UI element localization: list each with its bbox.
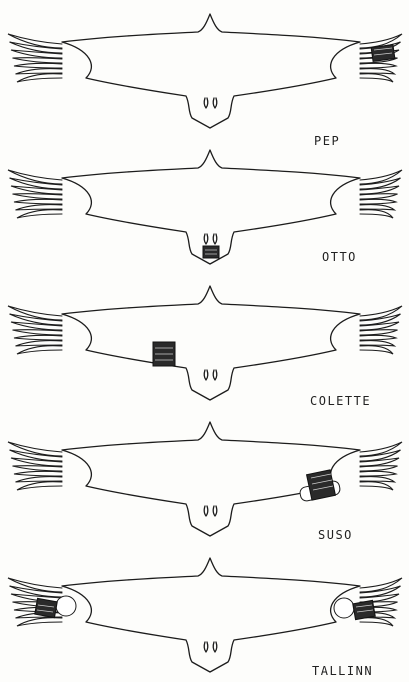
- vulture-silhouette-colette: [0, 272, 409, 408]
- right-primary-feather: [360, 442, 402, 456]
- vulture-foot: [204, 98, 208, 108]
- vulture-body-outline: [62, 558, 360, 672]
- vulture-outline: [8, 286, 402, 400]
- vulture-foot: [213, 234, 217, 244]
- panel-otto: OTTO: [0, 136, 409, 272]
- right-wing-patch: [299, 470, 341, 502]
- panel-label-colette: COLETTE: [310, 394, 371, 408]
- left-primary-feather: [14, 335, 62, 340]
- vulture-outline: [8, 422, 402, 536]
- right-primary-feather: [360, 306, 402, 320]
- left-wing-tip-patch: [35, 596, 76, 618]
- left-primary-feather: [17, 210, 62, 218]
- tail-patch: [203, 246, 219, 258]
- vulture-foot: [204, 642, 208, 652]
- vulture-body-outline: [62, 286, 360, 400]
- right-primary-feather: [360, 63, 396, 68]
- vulture-foot: [213, 506, 217, 516]
- vulture-foot: [213, 642, 217, 652]
- vulture-foot: [204, 370, 208, 380]
- vulture-silhouette-suso: [0, 408, 409, 544]
- left-primary-feather: [11, 322, 62, 330]
- left-primary-feather: [17, 618, 62, 626]
- left-primary-feather: [14, 199, 62, 204]
- left-primary-feather: [13, 330, 63, 335]
- right-primary-feather: [360, 210, 393, 218]
- vulture-foot: [213, 98, 217, 108]
- right-primary-feather: [360, 471, 396, 476]
- right-primary-feather: [360, 335, 396, 340]
- right-primary-feather: [360, 578, 402, 592]
- panel-label-otto: OTTO: [322, 250, 357, 264]
- right-primary-feather: [360, 482, 393, 490]
- left-primary-feather: [14, 471, 62, 476]
- right-primary-feather: [360, 199, 396, 204]
- left-primary-feather: [11, 186, 62, 194]
- panel-label-suso: SUSO: [318, 528, 353, 542]
- left-primary-feather: [17, 74, 62, 82]
- panel-label-tallinn: TALLINN: [312, 664, 373, 678]
- right-primary-feather: [360, 74, 393, 82]
- left-primary-feather: [13, 194, 63, 199]
- right-primary-feather: [360, 346, 393, 354]
- vulture-silhouette-pep: [0, 0, 409, 136]
- left-primary-feather: [14, 63, 62, 68]
- vulture-foot: [204, 506, 208, 516]
- vulture-outline: [8, 14, 402, 128]
- right-wing-tip-patch: [334, 598, 375, 620]
- left-primary-feather: [11, 594, 62, 602]
- panel-colette: COLETTE: [0, 272, 409, 408]
- panel-pep: PEP: [0, 0, 409, 136]
- left-primary-feather: [13, 466, 63, 471]
- left-primary-feather: [17, 482, 62, 490]
- right-primary-feather: [360, 170, 402, 184]
- left-primary-feather: [17, 346, 62, 354]
- right-primary-feather: [360, 330, 398, 335]
- vulture-silhouette-tallinn: [0, 544, 409, 680]
- panel-tallinn: TALLINN: [0, 544, 409, 680]
- right-primary-feather: [360, 194, 398, 199]
- right-primary-feather: [360, 618, 393, 626]
- vulture-foot: [204, 234, 208, 244]
- wing-tip-patch-right: [371, 45, 395, 62]
- vulture-foot: [213, 370, 217, 380]
- right-primary-feather: [360, 466, 398, 471]
- left-primary-feather: [13, 58, 63, 63]
- panel-suso: SUSO: [0, 408, 409, 544]
- left-primary-feather: [11, 50, 62, 58]
- left-primary-feather: [11, 458, 62, 466]
- vulture-body-outline: [62, 14, 360, 128]
- left-wing-patch: [153, 342, 175, 366]
